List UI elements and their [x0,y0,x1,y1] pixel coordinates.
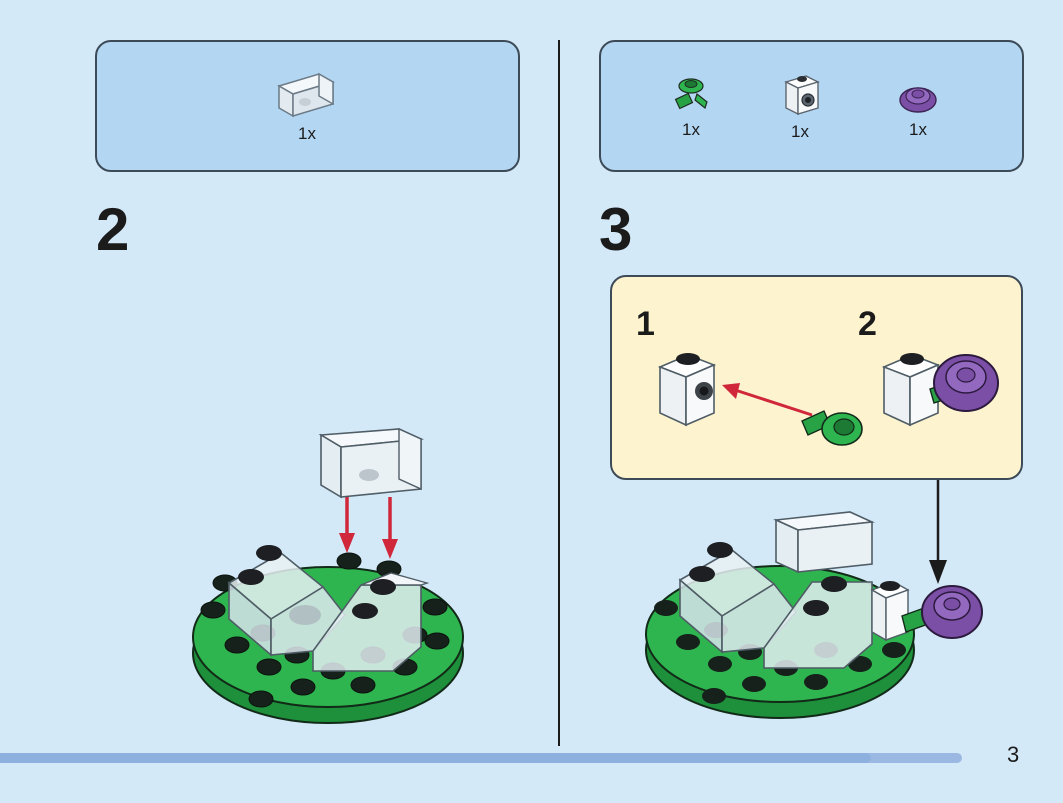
bracket-with-rose [870,581,983,642]
step-3-part-bracket-quantity: 1x [791,122,809,141]
step-2-number: 2 [96,196,129,263]
step-3-substep-callout: 1 2 [610,275,1023,480]
step-divider [558,40,560,746]
transparent-panel-floating [318,427,425,499]
substep-2-number: 2 [858,305,877,343]
step-3-part-rose: 1x [878,78,958,140]
substep-1-number: 1 [636,305,655,343]
substep-2-illustration [881,353,999,427]
step-3-part-rose-quantity: 1x [909,120,927,139]
step-3-part-stem-quantity: 1x [682,120,700,139]
purple-rose-icon [899,87,937,113]
step-3-parts-box: 1x 1x 1x [599,40,1024,172]
step-2-parts-box: 1x [95,40,520,172]
step-3-part-bracket: 1x [760,70,840,142]
transparent-panel-placed [773,511,875,574]
substep-1-illustration [657,353,863,446]
progress-bar-fill [0,753,871,763]
step-2-part-panel: 1x [267,64,347,144]
page-number: 3 [1007,742,1020,767]
green-stem-plate-icon [674,78,708,110]
step-2-build-illustration [192,427,464,724]
step-3-build-illustration [645,511,983,719]
callout-pointer-arrow [929,480,947,584]
transparent-wedge-bricks [678,542,873,669]
step-2-part-quantity: 1x [298,124,316,143]
step-3-part-stem: 1x [651,72,731,140]
progress-bar [0,753,962,763]
transparent-panel-brick-icon [277,72,335,118]
step-3-number: 3 [599,196,632,263]
transparent-wedge-bricks [227,545,430,672]
white-bracket-brick-icon [784,75,820,116]
